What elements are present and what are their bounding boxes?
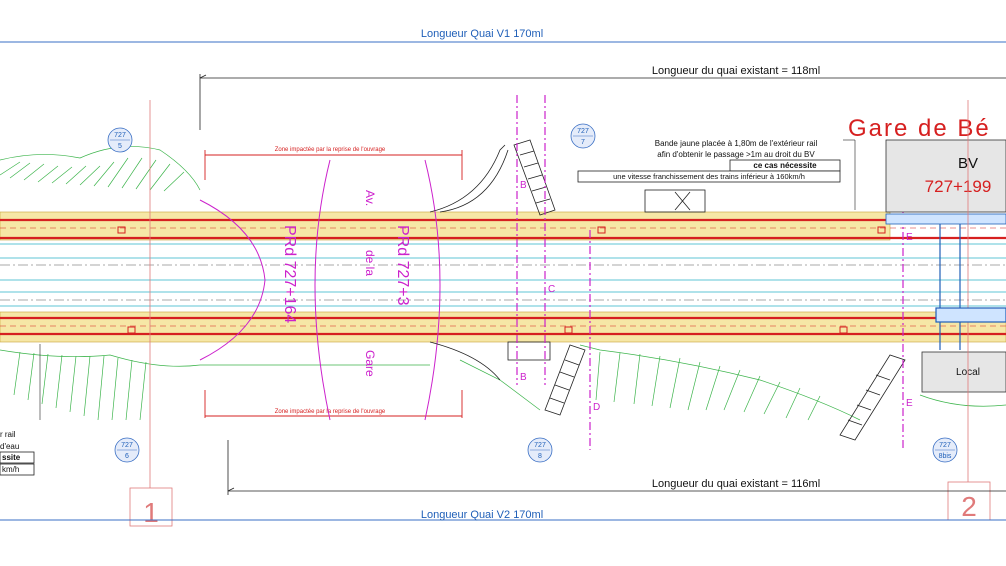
- ouvrage-structure: [199, 159, 441, 421]
- quai-existant-bottom-dimension: Longueur du quai existant = 116ml: [227, 440, 1006, 495]
- section-letter-d: D: [593, 402, 600, 413]
- km-marker-5: 727 5: [107, 127, 133, 153]
- station-building: BV 727+199: [885, 139, 1006, 225]
- svg-text:727: 727: [577, 128, 589, 135]
- platform-v1: [0, 211, 891, 241]
- quai-v2-dimension: Longueur Quai V2 170ml: [0, 509, 1006, 521]
- svg-text:7: 7: [581, 139, 585, 146]
- quai-existant-top-dimension: Longueur du quai existant = 118ml: [199, 65, 1006, 130]
- platform-v2: [0, 311, 1006, 343]
- avenue-col3: Gare: [363, 350, 377, 377]
- avenue-label: Av. de la Gare: [363, 190, 377, 377]
- quai-existant-bottom-label: Longueur du quai existant = 116ml: [652, 478, 820, 490]
- quai-v1-dimension: Longueur Quai V1 170ml: [0, 28, 1006, 43]
- avenue-col2: de la: [363, 250, 377, 276]
- embankment-bottom: [0, 344, 1006, 421]
- svg-text:6: 6: [125, 453, 129, 460]
- note-top: Bande jaune placée à 1,80m de l'extérieu…: [577, 139, 856, 210]
- km-marker-6: 727 6: [114, 437, 140, 463]
- svg-text:727: 727: [114, 132, 126, 139]
- svg-text:5: 5: [118, 143, 122, 150]
- km-marker-7: 727 7: [570, 123, 596, 149]
- quai-v2-label: Longueur Quai V2 170ml: [421, 509, 543, 521]
- zone-impactee-top-label: Zone impactée par la reprise de l'ouvrag…: [275, 147, 386, 153]
- ramp-top: [429, 144, 706, 213]
- section-cuts: [516, 95, 904, 450]
- note-top-line2: afin d'obtenir le passage >1m au droit d…: [657, 150, 815, 159]
- note-top-line3: ce cas nécessite: [753, 161, 817, 170]
- local-building: Local: [921, 351, 1006, 393]
- svg-text:8bis: 8bis: [939, 453, 952, 460]
- rails: [0, 218, 1006, 336]
- platform-edge-detail: [935, 224, 1006, 350]
- note-top-line4: une vitesse franchissement des trains in…: [613, 172, 805, 181]
- stairs-top: [513, 139, 556, 216]
- svg-text:727: 727: [939, 442, 951, 449]
- grid-axis-2: 2: [947, 100, 991, 522]
- km-marker-8: 727 8: [527, 437, 553, 463]
- equipment-markers: [117, 226, 886, 334]
- svg-text:727: 727: [121, 442, 133, 449]
- section-letter-b-bottom: B: [520, 372, 527, 383]
- section-letter-e-bottom: E: [906, 398, 913, 409]
- note-left-line2: d'eau: [0, 442, 19, 451]
- quai-existant-top-label: Longueur du quai existant = 118ml: [652, 65, 820, 77]
- stairs-bottom-right: [839, 354, 906, 441]
- svg-text:8: 8: [538, 453, 542, 460]
- note-left-line4: km/h: [2, 465, 19, 474]
- note-left-line1: r rail: [0, 430, 16, 439]
- station-name: Gare de Bé: [848, 115, 991, 142]
- pr-right-label: PRd 727+3: [394, 225, 411, 306]
- section-letters: B B C D E E: [520, 180, 913, 413]
- km-marker-8bis: 727 8bis: [932, 437, 958, 463]
- section-letter-e-top: E: [906, 232, 913, 243]
- zone-impactee-top: Zone impactée par la reprise de l'ouvrag…: [204, 147, 463, 180]
- grid-number-2: 2: [961, 491, 977, 522]
- stairs-bottom-left: [544, 344, 586, 416]
- section-letter-b-top: B: [520, 180, 527, 191]
- grid-number-1: 1: [143, 497, 159, 528]
- ramp-bottom: [429, 341, 551, 381]
- svg-text:727: 727: [534, 442, 546, 449]
- section-letter-c: C: [548, 284, 555, 295]
- note-left: r rail d'eau ssite km/h: [0, 344, 41, 476]
- note-top-line1: Bande jaune placée à 1,80m de l'extérieu…: [655, 139, 818, 148]
- embankment-top: [0, 146, 201, 192]
- avenue-col1: Av.: [363, 190, 377, 206]
- pr-labels: PRd 727+164 PRd 727+3: [281, 225, 411, 323]
- zone-impactee-bottom: Zone impactée par la reprise de l'ouvrag…: [204, 390, 463, 418]
- pr-left-label: PRd 727+164: [281, 225, 298, 323]
- bv-pk: 727+199: [925, 177, 992, 196]
- quai-v1-label: Longueur Quai V1 170ml: [421, 28, 543, 40]
- note-left-line3: ssite: [2, 453, 21, 462]
- zone-impactee-bottom-label: Zone impactée par la reprise de l'ouvrag…: [275, 409, 386, 415]
